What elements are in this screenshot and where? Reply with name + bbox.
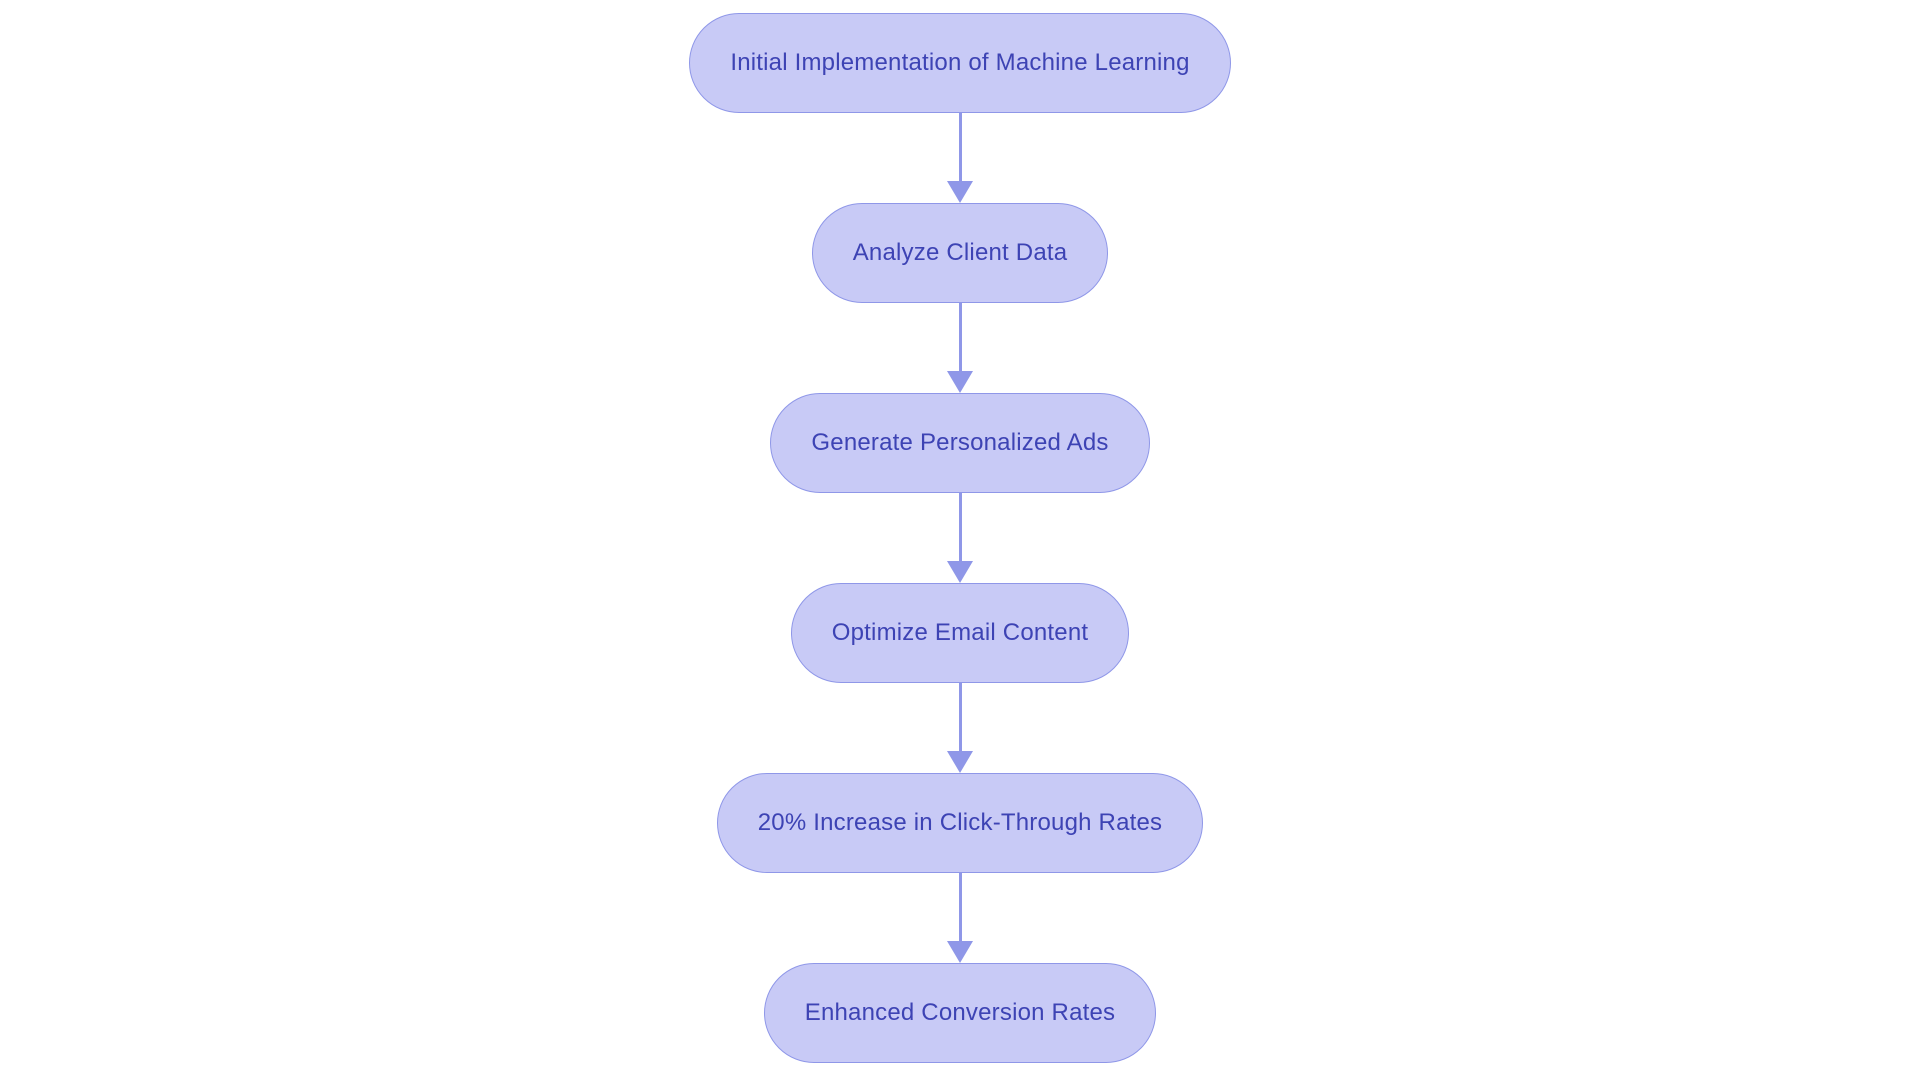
- flow-arrow-4-5: [947, 683, 973, 773]
- node-initial-implementation-of-machine-learning: Initial Implementation of Machine Learni…: [689, 13, 1231, 113]
- arrow-head-down-icon: [947, 181, 973, 203]
- node-analyze-client-data: Analyze Client Data: [811, 203, 1109, 303]
- flow-arrow-2-3: [947, 303, 973, 393]
- arrow-head-down-icon: [947, 751, 973, 773]
- node-label: Initial Implementation of Machine Learni…: [730, 49, 1190, 76]
- arrow-line: [958, 493, 962, 562]
- node-enhanced-conversion-rates: Enhanced Conversion Rates: [763, 963, 1157, 1063]
- node-20-percent-increase-in-click-through-rates: 20% Increase in Click-Through Rates: [716, 773, 1204, 873]
- arrow-head-down-icon: [947, 941, 973, 963]
- arrow-line: [958, 113, 962, 182]
- arrow-line: [958, 683, 962, 752]
- node-label: 20% Increase in Click-Through Rates: [757, 809, 1163, 836]
- node-label: Analyze Client Data: [852, 239, 1068, 266]
- flow-arrow-1-2: [947, 113, 973, 203]
- arrow-head-down-icon: [947, 371, 973, 393]
- node-label: Optimize Email Content: [831, 619, 1089, 646]
- arrow-line: [958, 873, 962, 942]
- node-generate-personalized-ads: Generate Personalized Ads: [770, 393, 1150, 493]
- flow-arrow-5-6: [947, 873, 973, 963]
- arrow-line: [958, 303, 962, 372]
- flow-arrow-3-4: [947, 493, 973, 583]
- node-optimize-email-content: Optimize Email Content: [790, 583, 1130, 683]
- arrow-head-down-icon: [947, 561, 973, 583]
- node-label: Enhanced Conversion Rates: [804, 999, 1116, 1026]
- node-label: Generate Personalized Ads: [811, 429, 1109, 456]
